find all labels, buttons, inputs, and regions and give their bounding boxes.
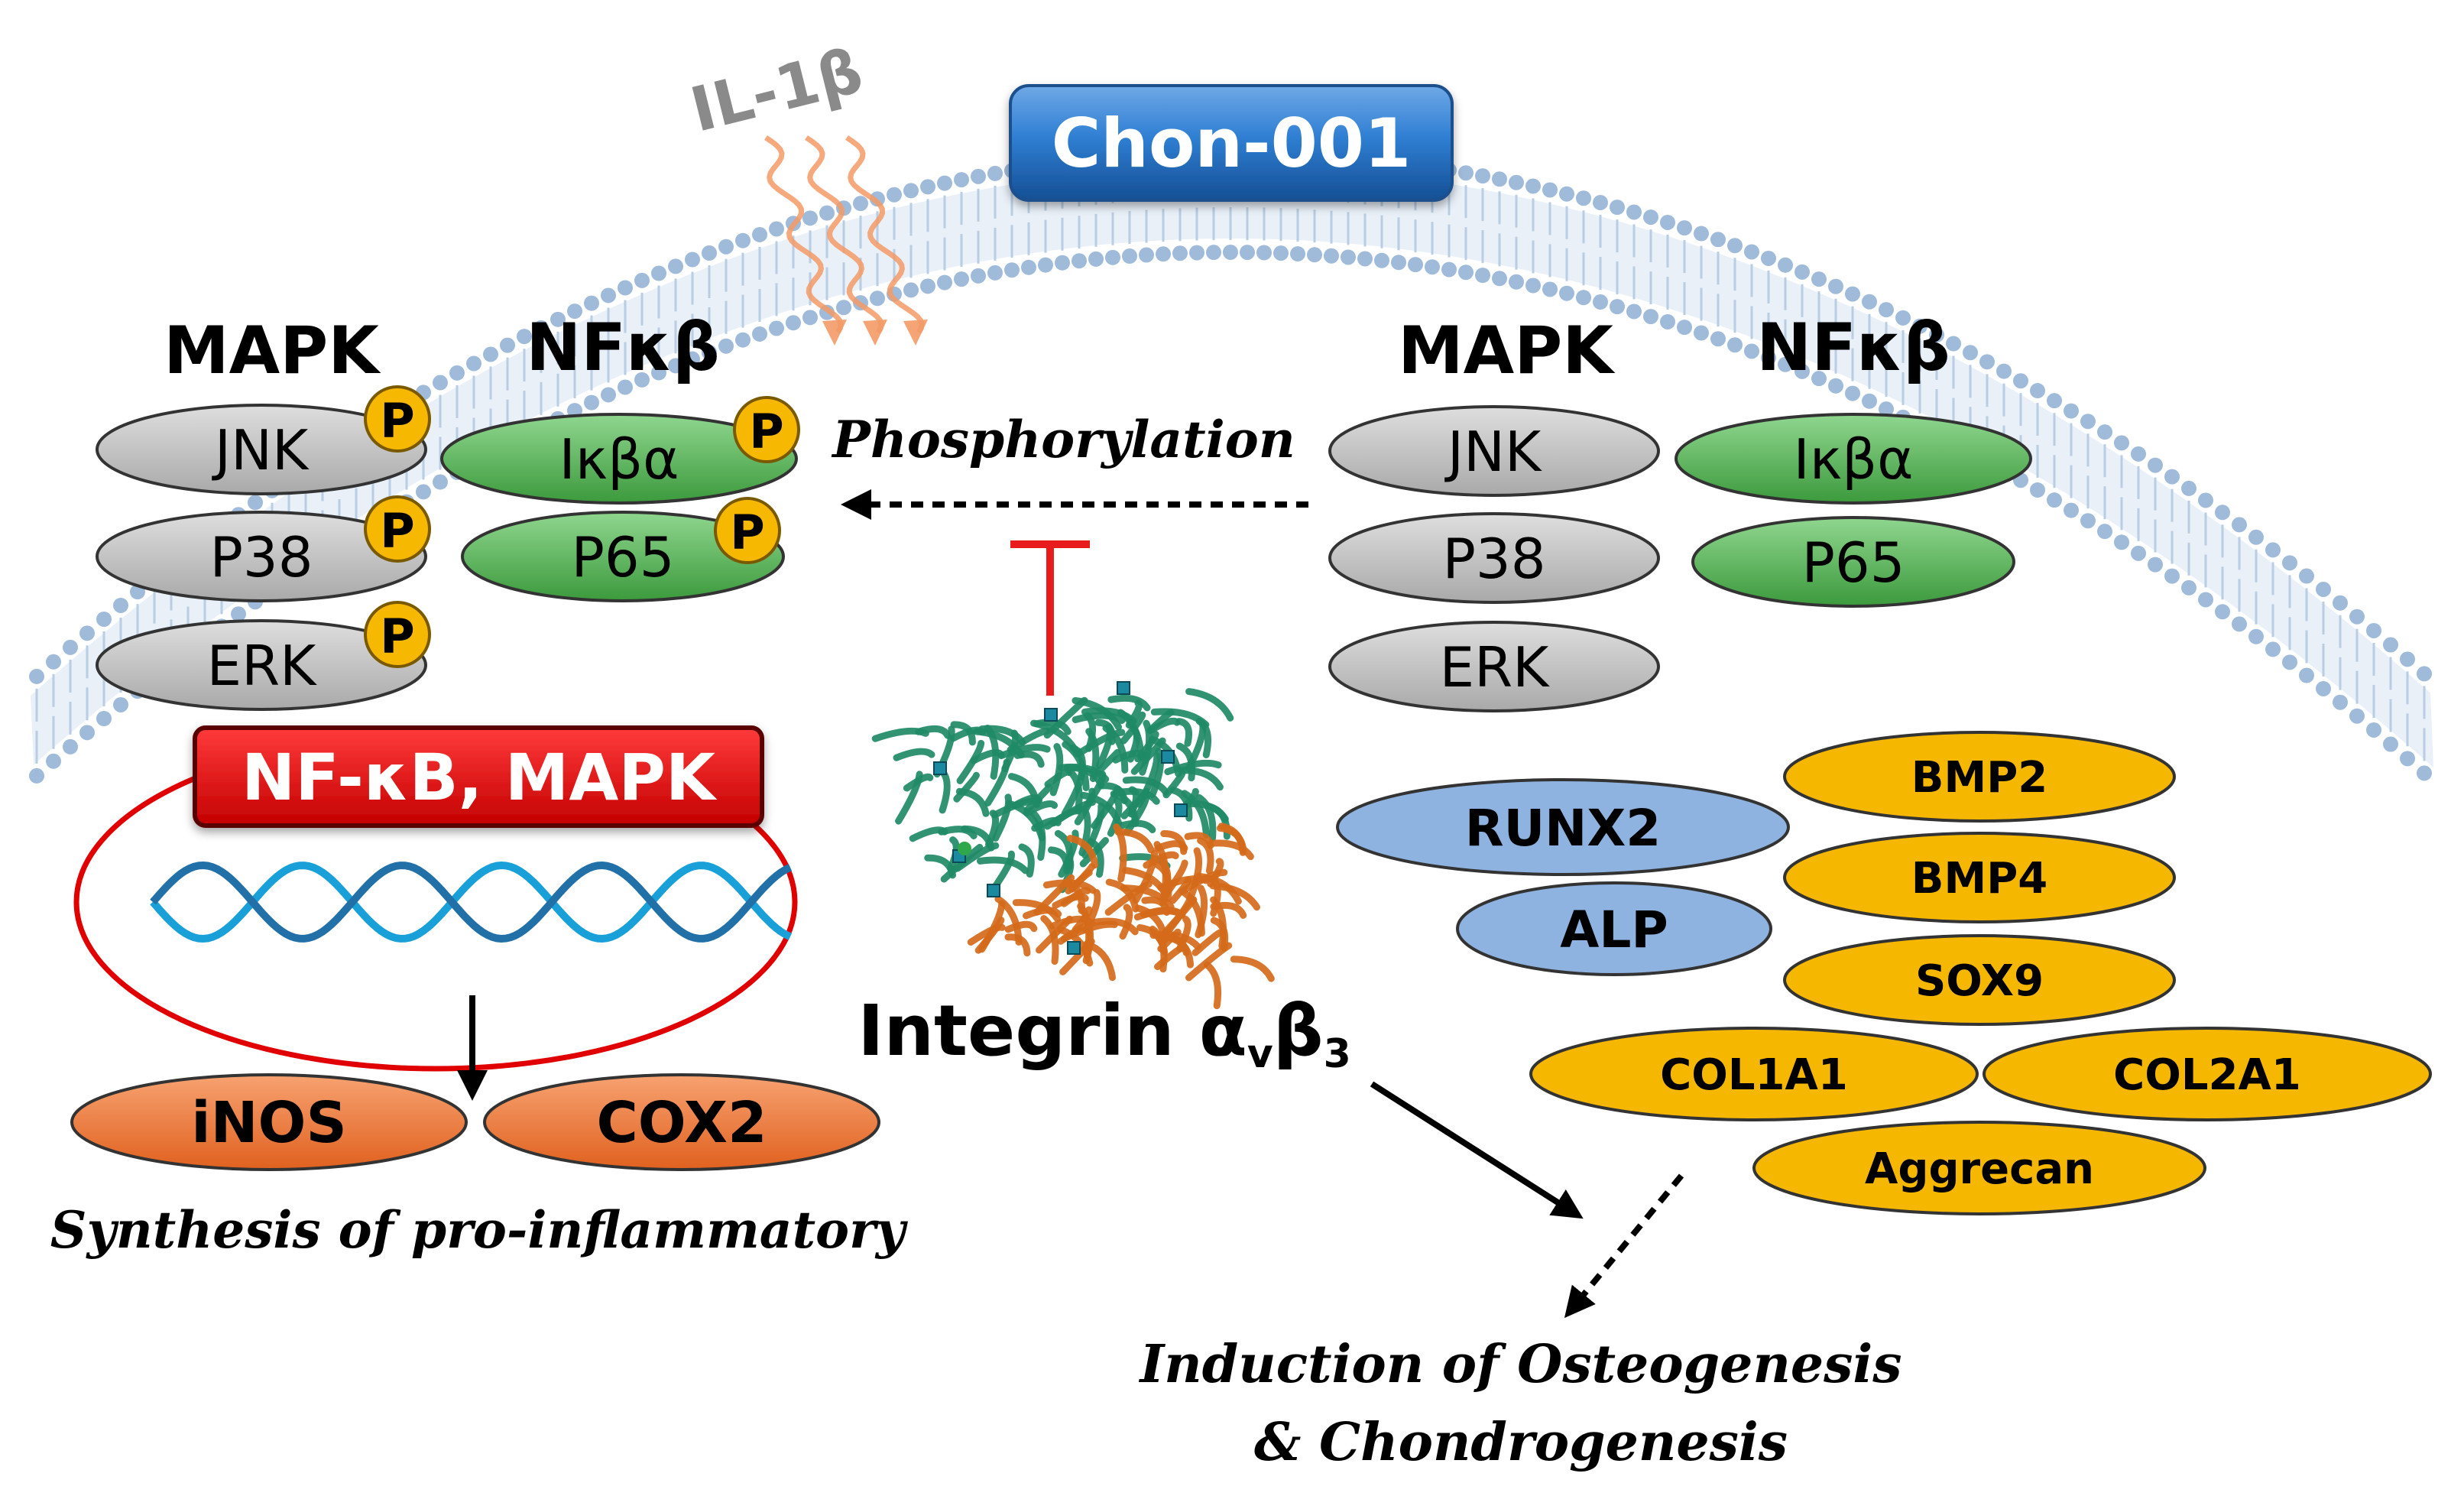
- sox9-label: SOX9: [1915, 956, 2044, 1006]
- right-jnk-node: JNK: [1328, 405, 1660, 497]
- left-erk-node: ERK: [96, 619, 427, 711]
- svg-text:P: P: [380, 608, 414, 664]
- cox2-label: COX2: [596, 1090, 767, 1156]
- right-erk-node: ERK: [1328, 621, 1660, 712]
- left-ikba-node: Iκβα: [440, 413, 798, 505]
- induction-caption-line2: & Chondrogenesis: [1254, 1412, 1788, 1473]
- left-jnk-node: JNK: [96, 404, 427, 495]
- inos-label: iNOS: [191, 1090, 347, 1156]
- right-p65-label: P65: [1801, 531, 1905, 595]
- alp-node: ALP: [1456, 881, 1772, 976]
- bmp4-node: BMP4: [1783, 832, 2176, 923]
- drug-label: Chon-001: [1052, 104, 1412, 183]
- synthesis-caption: Synthesis of pro-inflammatory: [50, 1200, 909, 1260]
- phospho-badge-p65: P: [714, 497, 781, 564]
- runx2-label: RUNX2: [1465, 799, 1661, 858]
- bmp2-label: BMP2: [1911, 753, 2047, 803]
- phospho-badge-jnk: P: [364, 385, 431, 453]
- right-ikba-node: Iκβα: [1675, 413, 2032, 505]
- left-p38-label: P38: [209, 525, 313, 589]
- aggrecan-node: Aggrecan: [1752, 1121, 2206, 1215]
- mapk-left-header: MAPK: [164, 313, 381, 389]
- col1a1-node: COL1A1: [1529, 1027, 1979, 1121]
- il1b-label: IL-1β: [684, 35, 870, 146]
- col2a1-label: COL2A1: [2113, 1050, 2301, 1100]
- phosphorylation-label: Phosphorylation: [831, 410, 1295, 469]
- drug-tag: Chon-001: [1009, 84, 1454, 202]
- nucleus-tag-label: NF-κB, MAPK: [242, 740, 718, 815]
- dna-helix-icon: [150, 861, 793, 943]
- right-p38-node: P38: [1328, 512, 1660, 604]
- svg-text:P: P: [749, 404, 783, 459]
- mapk-right-header: MAPK: [1398, 313, 1616, 389]
- svg-text:P: P: [380, 503, 414, 559]
- il1b-wave-icon: [764, 135, 928, 346]
- bmp2-node: BMP2: [1783, 731, 2176, 823]
- phospho-badge-ikba: P: [733, 396, 800, 463]
- left-p65-label: P65: [571, 525, 674, 589]
- right-jnk-label: JNK: [1444, 420, 1542, 484]
- col2a1-node: COL2A1: [1983, 1027, 2432, 1121]
- inhibition-symbol: [1010, 540, 1090, 696]
- left-p65-node: P65: [461, 511, 785, 602]
- nfkb-left-header: NFκβ: [526, 310, 719, 386]
- induction-caption-line1: Induction of Osteogenesis: [1138, 1334, 1901, 1395]
- nucleus-tag: NF-κB, MAPK: [193, 725, 764, 828]
- integrin-label: Integrin αvβ3: [858, 990, 1351, 1077]
- right-p38-label: P38: [1442, 527, 1545, 591]
- integrin-structure-image: [871, 681, 1275, 1010]
- cox2-node: COX2: [483, 1073, 880, 1171]
- col1a1-label: COL1A1: [1660, 1050, 1848, 1100]
- phospho-badge-erk: P: [364, 601, 431, 668]
- right-p65-node: P65: [1691, 516, 2015, 608]
- left-p38-node: P38: [96, 511, 427, 602]
- svg-text:P: P: [380, 393, 414, 449]
- svg-text:P: P: [730, 505, 764, 560]
- left-erk-label: ERK: [207, 634, 318, 698]
- phospho-badge-p38: P: [364, 495, 431, 563]
- markers-to-induction-arrow: [1564, 1173, 1684, 1319]
- inos-node: iNOS: [70, 1073, 468, 1171]
- nfkb-right-header: NFκβ: [1756, 310, 1950, 386]
- aggrecan-label: Aggrecan: [1865, 1144, 2094, 1194]
- integrin-to-induction-arrow: [1370, 1081, 1584, 1219]
- left-jnk-label: JNK: [212, 418, 310, 482]
- runx2-node: RUNX2: [1336, 778, 1790, 876]
- right-ikba-label: Iκβα: [1793, 427, 1913, 492]
- alp-label: ALP: [1560, 901, 1668, 959]
- left-ikba-label: Iκβα: [559, 427, 679, 492]
- bmp4-label: BMP4: [1911, 854, 2047, 904]
- sox9-node: SOX9: [1783, 934, 2176, 1026]
- right-erk-label: ERK: [1440, 635, 1551, 699]
